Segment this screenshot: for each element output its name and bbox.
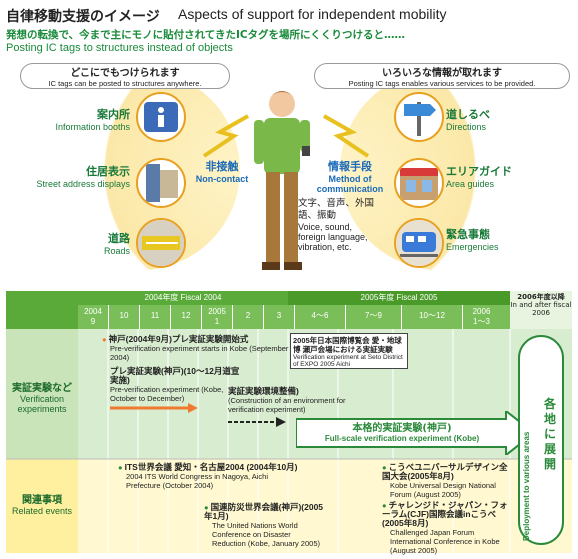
- row1-label: 実証実験など Verification experiments: [12, 383, 72, 414]
- left-item-info: 案内所 Information booths: [55, 108, 130, 132]
- row2-bg: [78, 459, 572, 553]
- month-row: 2004 9 10 11 12 2005 1 2 3 4～6 7～9 10～12…: [78, 305, 510, 329]
- info-icon: [136, 92, 186, 142]
- timeline-grid: 2004年度 Fiscal 2004 2005年度 Fiscal 2005 20…: [6, 291, 572, 556]
- method-label: 情報手段 Method of communication: [316, 160, 384, 194]
- month-cell: 7～9: [346, 305, 402, 329]
- signal-lines-right: [323, 114, 370, 158]
- pre-experiment-arrow: [110, 403, 198, 413]
- address-plate-icon: [136, 158, 186, 208]
- env-construction: 実証実験環境整備) (Construction of an environmen…: [228, 386, 346, 415]
- month-cell: 11: [140, 305, 171, 329]
- left-item-address: 住居表示 Street address displays: [36, 165, 130, 189]
- left-item-road: 道路 Roads: [103, 232, 130, 256]
- month-cell: 10～12: [402, 305, 463, 329]
- subtitle-en: Posting IC tags to structures instead of…: [6, 42, 233, 54]
- wcdr: ● 国連防災世界会議(神戸)(2005年1月) The United Natio…: [204, 502, 324, 549]
- deploy-oval: Deployment to various areas 各地に展開: [518, 335, 564, 545]
- noncontact-label: 非接触 Non-contact: [195, 160, 249, 184]
- month-cell: 2006 1～3: [472, 307, 491, 326]
- shop-icon: [394, 158, 444, 208]
- pre-experiment: プレ実証実験(神戸)(10～12月道宣実施) Pre-verification …: [110, 366, 240, 404]
- month-cell: 2005 1: [202, 305, 233, 329]
- signpost-icon: [394, 92, 444, 142]
- left-pill: どこにでもつけられます IC tags can be posted to str…: [20, 63, 230, 89]
- left-pill-jp: どこにでもつけられます: [70, 68, 180, 79]
- fy2004-header: 2004年度 Fiscal 2004: [78, 291, 288, 305]
- deploy-en: Deployment to various areas: [522, 431, 531, 541]
- right-item-emergencies: 緊急事態 Emergencies: [446, 228, 499, 252]
- person-figure: [242, 86, 322, 286]
- signal-lines-left: [202, 114, 249, 158]
- page-title-jp: 自律移動支援のイメージ: [6, 9, 160, 25]
- row1-label-bg: [6, 329, 78, 459]
- cjf-conference: ● チャレンジド・ジャパン・フォーラム(CJF)国際会議inこうべ(2005年8…: [382, 500, 508, 556]
- media-label: 文字、音声、外国語、振動 Voice, sound, foreign langu…: [298, 198, 375, 252]
- right-pill-en: Posting IC tags enables various services…: [348, 79, 536, 88]
- kobe-ud-forum: ● こうべユニバーサルデザイン全国大会(2005年8月) Kobe Univer…: [382, 462, 508, 500]
- env-arrow: [228, 417, 286, 427]
- subtitle-jp: 発想の転換で、今まで主にモノに貼付されてきたICタグを場所にくくりつけると……: [6, 29, 405, 41]
- month-cell: 4～6: [295, 305, 346, 329]
- full-scale-label: 本格的実証実験(神戸) Full-scale verification expe…: [324, 423, 480, 443]
- its-congress: ● ITS世界会議 愛知・名古屋2004 (2004年10月) 2004 ITS…: [118, 462, 298, 491]
- right-item-directions: 道しるべ Directions: [446, 108, 490, 132]
- deploy-jp: 各地に展開: [544, 397, 557, 471]
- road-icon: [136, 218, 186, 268]
- fy2006-header: 2006年度以降 In and after fiscal 2006: [510, 291, 572, 329]
- right-item-area-guides: エリアガイド Area guides: [446, 165, 512, 189]
- right-pill-jp: いろいろな情報が取れます: [382, 68, 502, 79]
- fy2005-header: 2005年度 Fiscal 2005: [288, 291, 510, 305]
- month-cell: 2: [233, 305, 264, 329]
- grid-corner: [6, 291, 78, 329]
- row2-label: 関連事項 Related events: [11, 495, 73, 516]
- month-cell: 12: [171, 305, 202, 329]
- kobe-pre-start: ● 神戸(2004年9月)プレ実証実験開始式 Pre-verification …: [102, 334, 289, 363]
- expo-box: 2005年日本国際博覧会 愛・地球博 瀬戸会場における実証実験 Verifica…: [290, 333, 408, 369]
- right-pill: いろいろな情報が取れます Posting IC tags enables var…: [314, 63, 570, 89]
- month-cell: 10: [109, 305, 140, 329]
- month-cell: 2004 9: [78, 305, 109, 329]
- row2-label-bg: [6, 459, 78, 553]
- train-icon: [394, 218, 444, 268]
- page-title-en: Aspects of support for independent mobil…: [178, 6, 447, 22]
- grid-lines: [6, 329, 572, 553]
- left-pill-en: IC tags can be posted to structures anyw…: [48, 79, 202, 88]
- month-cell: 3: [264, 305, 295, 329]
